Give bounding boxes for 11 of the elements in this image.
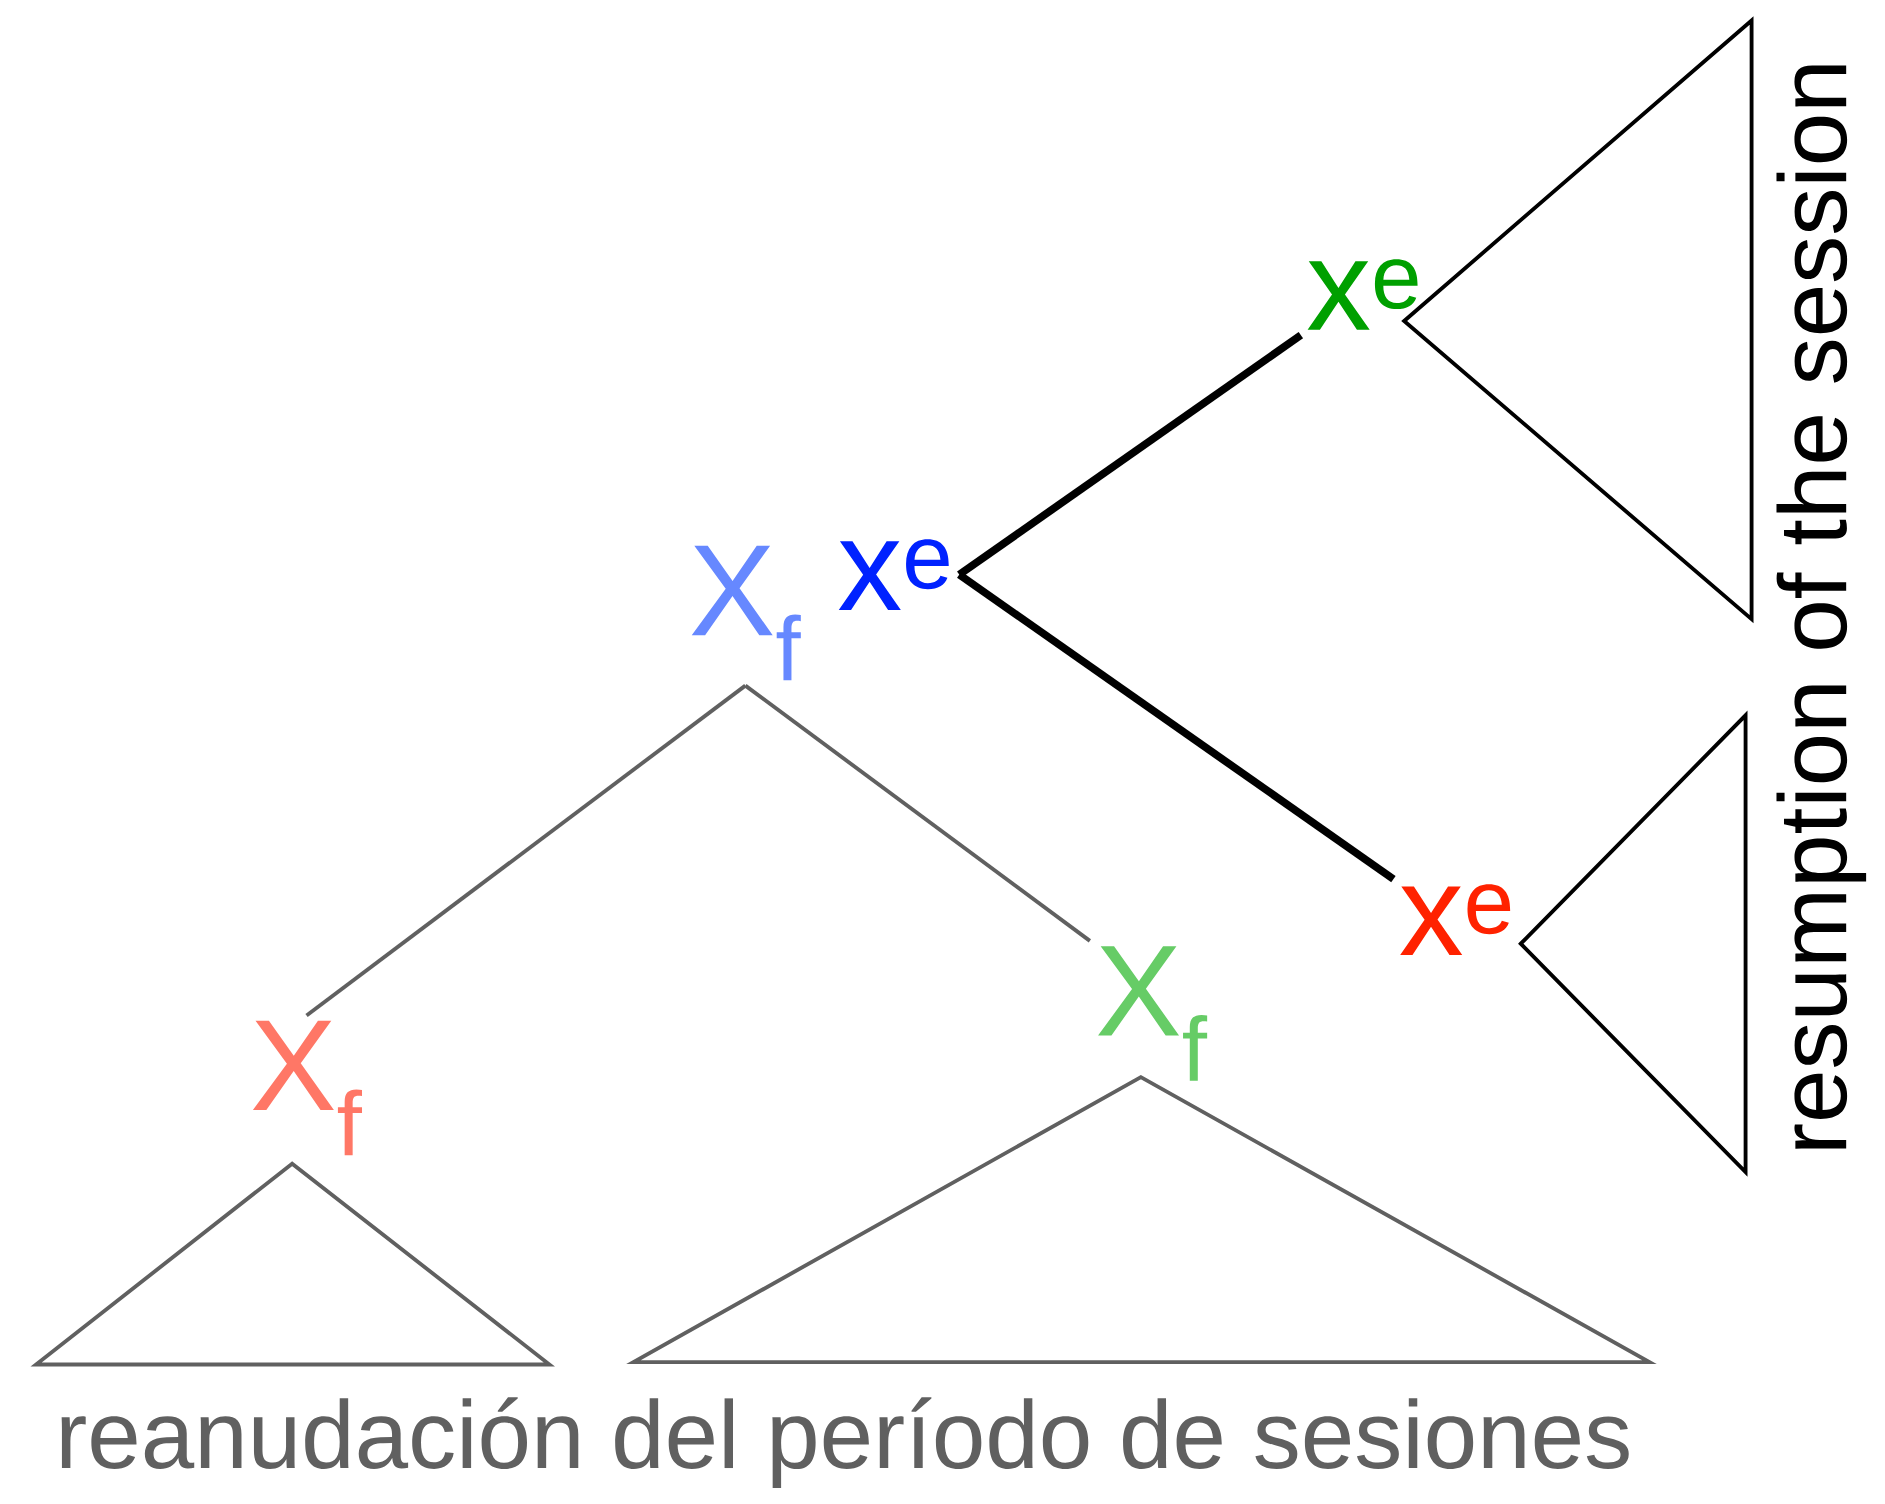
sentence-label: resumption of the session [1776,65,1867,1149]
tree-label: X$_{f}$ [691,545,801,681]
tree-label: X$_{f}$ [1098,946,1208,1081]
tree-label: x$^{e}$ [1307,259,1418,330]
tree-label: x$^{e}$ [838,539,949,610]
tree-branch [957,571,1396,883]
tree-branch [305,684,747,1017]
sentence-label: reanudación del período de sesiones [61,1397,1629,1489]
tree-label: X$_{f}$ [252,1020,362,1156]
tree-label: x$^{e}$ [1400,884,1511,955]
tree-branch [744,684,1092,943]
